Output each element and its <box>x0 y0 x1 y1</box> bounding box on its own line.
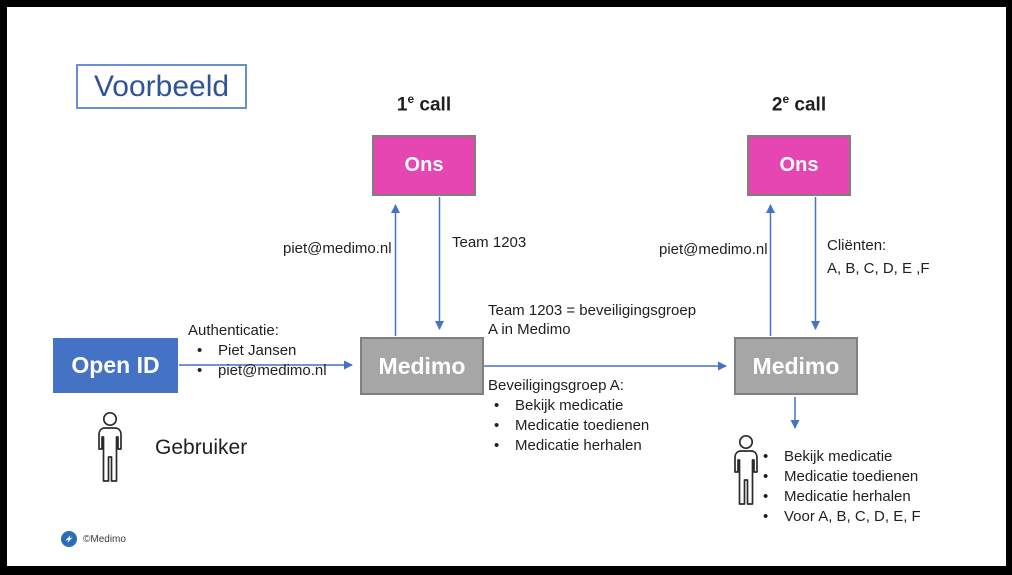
page-title: Voorbeeld <box>93 69 230 103</box>
list-item: Medicatie toedienen <box>763 467 921 487</box>
node-ons-2: Ons <box>747 135 851 196</box>
user-icon <box>734 434 758 505</box>
node-open-id-label: Open ID <box>71 352 160 378</box>
node-ons-1-label: Ons <box>404 154 444 176</box>
node-ons-2-label: Ons <box>779 154 819 176</box>
user-icon <box>98 411 122 482</box>
list-item: Medicatie herhalen <box>763 487 921 507</box>
list-item: Piet Jansen <box>197 341 327 361</box>
security-group-heading: Beveiligingsgroep A: <box>488 377 624 394</box>
user-role-label: Gebruiker <box>155 436 248 459</box>
team-mapping-note: Team 1203 = beveiligingsgroep A in Medim… <box>488 302 697 338</box>
call-1-heading: 1e call <box>396 92 452 116</box>
node-medimo-2-label: Medimo <box>752 352 840 379</box>
list-item: Bekijk medicatie <box>763 447 921 467</box>
list-item: Medicatie toedienen <box>494 416 649 436</box>
label-call2-response: Cliënten: A, B, C, D, E ,F <box>827 234 930 280</box>
clients-list: A, B, C, D, E ,F <box>827 260 930 277</box>
node-medimo-1-label: Medimo <box>378 352 466 379</box>
list-item: Medicatie herhalen <box>494 436 649 456</box>
authentication-note: Authenticatie: Piet Jansen piet@medimo.n… <box>188 321 327 381</box>
node-ons-1: Ons <box>372 135 476 196</box>
call-2-heading: 2e call <box>771 92 827 116</box>
label-call1-response: Team 1203 <box>452 234 527 251</box>
copyright-label: ©Medimo <box>83 534 126 545</box>
list-item: piet@medimo.nl <box>197 361 327 381</box>
security-group-note: Beveiligingsgroep A: Bekijk medicatie Me… <box>488 376 649 456</box>
user-permissions-list: Bekijk medicatie Medicatie toedienen Med… <box>763 447 921 527</box>
medimo-logo-icon <box>61 531 77 547</box>
node-medimo-2: Medimo <box>734 337 858 395</box>
authentication-heading: Authenticatie: <box>188 322 279 339</box>
label-call2-request: piet@medimo.nl <box>659 241 768 258</box>
list-item: Bekijk medicatie <box>494 396 649 416</box>
title-box: Voorbeeld <box>76 64 247 109</box>
node-medimo-1: Medimo <box>360 337 484 395</box>
list-item: Voor A, B, C, D, E, F <box>763 507 921 527</box>
clients-heading: Cliënten: <box>827 237 887 254</box>
label-call1-request: piet@medimo.nl <box>283 240 392 257</box>
node-open-id: Open ID <box>53 338 178 393</box>
